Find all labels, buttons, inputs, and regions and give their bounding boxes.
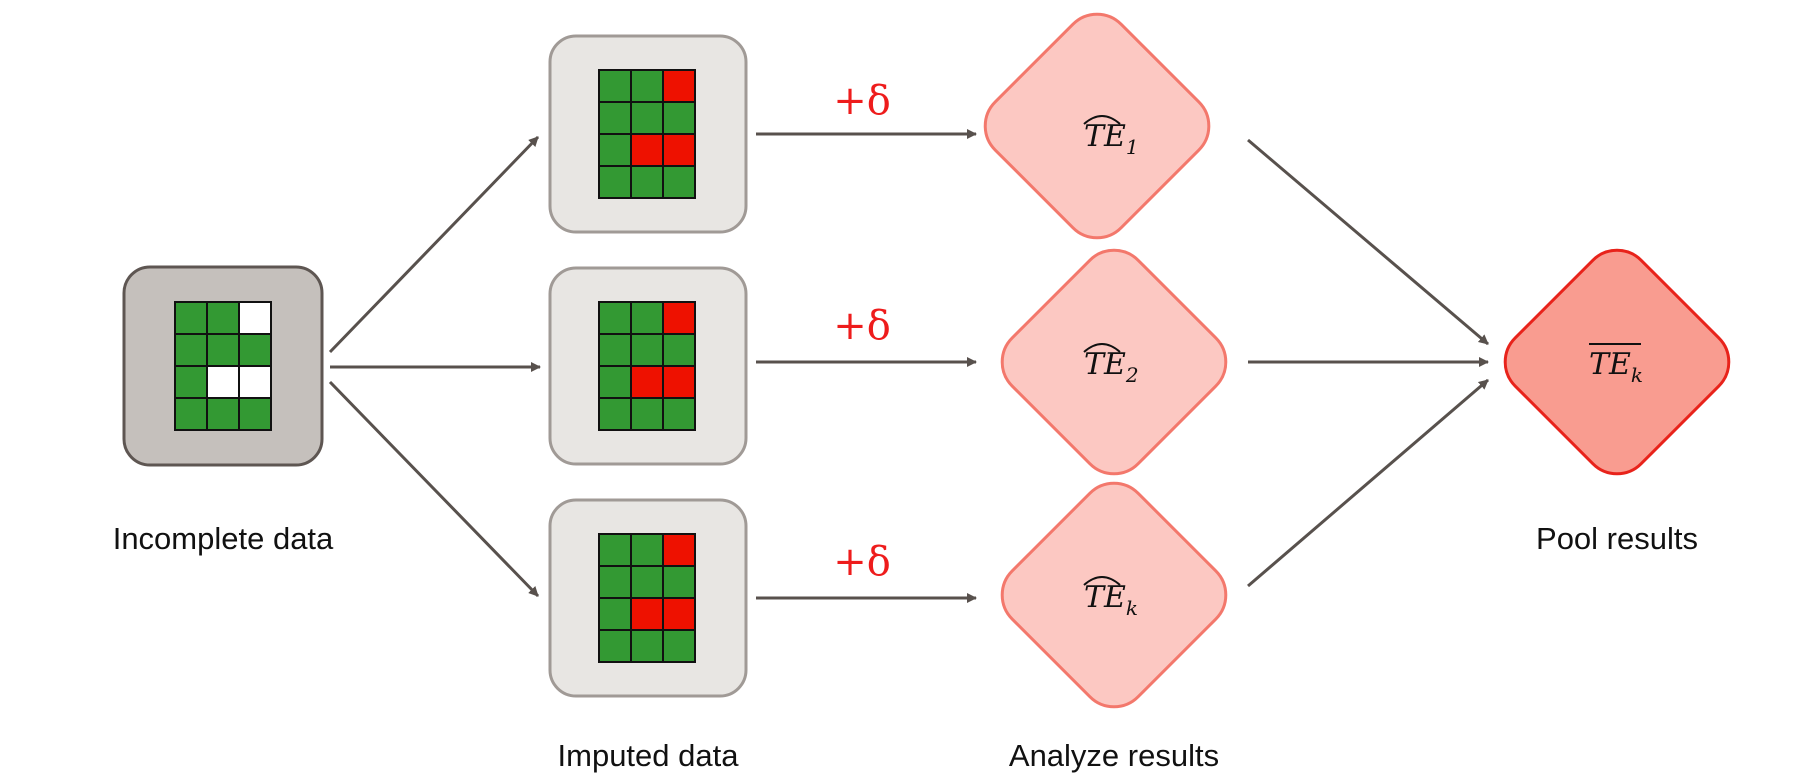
grid-cell bbox=[630, 133, 664, 167]
grid-cell bbox=[662, 133, 696, 167]
delta-label-2: +δ bbox=[833, 303, 891, 349]
arrow-estimate-k-to-pooled bbox=[1247, 378, 1489, 588]
estimate-label-1: TE1 bbox=[1083, 115, 1139, 159]
grid-cell bbox=[598, 333, 632, 367]
grid-cell bbox=[238, 333, 272, 367]
grid-cell bbox=[662, 333, 696, 367]
grid-cell bbox=[662, 597, 696, 631]
pooled-label: TEk bbox=[1589, 343, 1643, 387]
pooled-sub: k bbox=[1631, 363, 1643, 387]
delta-label-3: +δ bbox=[833, 539, 891, 585]
grid-cell bbox=[662, 69, 696, 103]
grid-cell bbox=[598, 397, 632, 431]
estimate-label-k: TEk bbox=[1083, 576, 1138, 620]
grid-cell bbox=[174, 397, 208, 431]
grid-cell bbox=[598, 365, 632, 399]
grid-cell bbox=[598, 597, 632, 631]
arrow-incomplete-to-imputed-3 bbox=[328, 380, 540, 598]
hat-symbol-k bbox=[1083, 576, 1121, 586]
grid-cell bbox=[662, 301, 696, 335]
estimate-k-sub: k bbox=[1126, 596, 1138, 620]
estimate-diamond-1 bbox=[983, 12, 1211, 240]
pool-results-label: Pool results bbox=[1536, 521, 1698, 556]
svg-text:TE2: TE2 bbox=[1084, 347, 1139, 387]
grid-cell bbox=[598, 533, 632, 567]
grid-cell bbox=[206, 397, 240, 431]
grid-cell bbox=[662, 365, 696, 399]
grid-cell bbox=[238, 397, 272, 431]
grid-cell bbox=[598, 629, 632, 663]
grid-cell bbox=[598, 165, 632, 199]
grid-cell bbox=[630, 333, 664, 367]
incomplete-data-label: Incomplete data bbox=[113, 521, 334, 556]
grid-cell bbox=[630, 101, 664, 135]
grid-cell bbox=[630, 533, 664, 567]
delta-label-1: +δ bbox=[833, 78, 891, 124]
grid-cell bbox=[206, 333, 240, 367]
estimate-1-base: TE bbox=[1084, 119, 1126, 154]
grid-cell bbox=[174, 365, 208, 399]
grid-cell bbox=[598, 133, 632, 167]
arrow-estimate-1-to-pooled bbox=[1247, 138, 1489, 346]
imputed-data-grid-1 bbox=[598, 69, 696, 199]
grid-cell bbox=[630, 69, 664, 103]
grid-cell bbox=[598, 565, 632, 599]
analyze-results-label: Analyze results bbox=[1009, 738, 1219, 773]
estimate-k-base: TE bbox=[1084, 580, 1126, 615]
grid-cell bbox=[630, 565, 664, 599]
grid-cell bbox=[662, 165, 696, 199]
grid-cell bbox=[662, 397, 696, 431]
svg-text:TEk: TEk bbox=[1084, 580, 1138, 620]
hat-symbol-1 bbox=[1083, 115, 1121, 125]
grid-cell bbox=[662, 533, 696, 567]
estimate-diamond-k bbox=[1000, 481, 1228, 709]
svg-text:TE1: TE1 bbox=[1084, 119, 1139, 159]
estimate-1-sub: 1 bbox=[1126, 135, 1139, 159]
grid-cell bbox=[598, 101, 632, 135]
grid-cell bbox=[174, 333, 208, 367]
grid-cell bbox=[174, 301, 208, 335]
grid-cell bbox=[598, 69, 632, 103]
grid-cell bbox=[206, 365, 240, 399]
grid-cell bbox=[206, 301, 240, 335]
grid-cell bbox=[630, 629, 664, 663]
grid-cell bbox=[238, 365, 272, 399]
grid-cell bbox=[630, 397, 664, 431]
imputed-data-label: Imputed data bbox=[558, 738, 740, 773]
grid-cell bbox=[662, 565, 696, 599]
incomplete-data-grid bbox=[174, 301, 272, 431]
pooled-diamond bbox=[1503, 248, 1731, 476]
grid-cell bbox=[630, 597, 664, 631]
grid-cell bbox=[662, 629, 696, 663]
grid-cell bbox=[238, 301, 272, 335]
svg-text:TEk: TEk bbox=[1589, 347, 1643, 387]
grid-cell bbox=[662, 101, 696, 135]
imputed-data-grid-2 bbox=[598, 301, 696, 431]
grid-cell bbox=[630, 165, 664, 199]
estimate-diamond-2 bbox=[1000, 248, 1228, 476]
arrow-incomplete-to-imputed-1 bbox=[328, 135, 540, 354]
grid-cell bbox=[598, 301, 632, 335]
pooled-base: TE bbox=[1589, 347, 1631, 382]
estimate-label-2: TE2 bbox=[1083, 343, 1139, 387]
estimate-2-base: TE bbox=[1084, 347, 1126, 382]
estimate-2-sub: 2 bbox=[1125, 363, 1139, 387]
imputed-data-grid-3 bbox=[598, 533, 696, 663]
grid-cell bbox=[630, 301, 664, 335]
hat-symbol-2 bbox=[1083, 343, 1121, 353]
grid-cell bbox=[630, 365, 664, 399]
